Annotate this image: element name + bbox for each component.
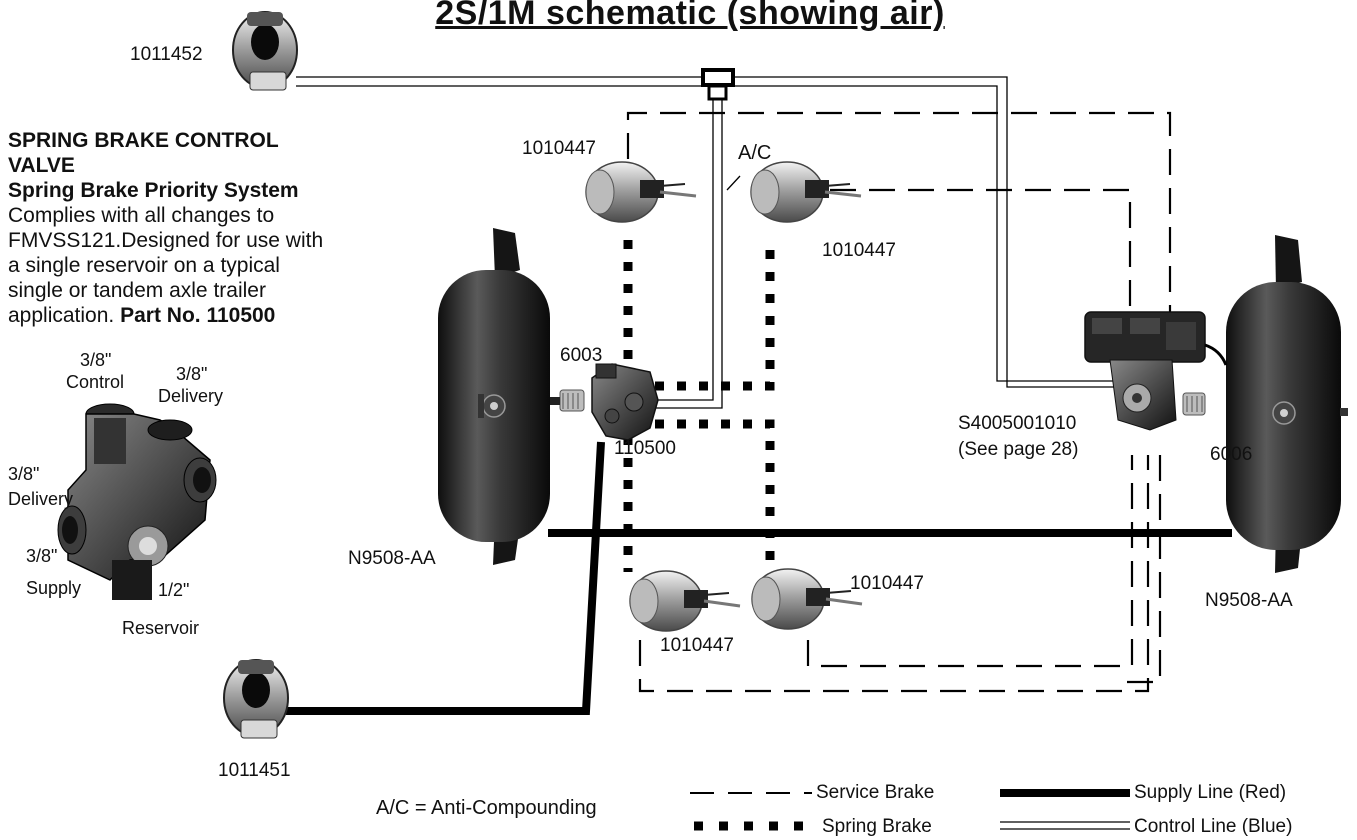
port-delivery-left-value: 3/8" [8,464,39,484]
description-subheading: Spring Brake Priority System [8,178,338,203]
label-chamber-top-right: 1010447 [822,240,896,262]
valve-description: SPRING BRAKE CONTROL VALVE Spring Brake … [8,128,338,328]
description-part-number: Part No. 110500 [120,304,275,327]
brake-chamber-top-right [751,162,861,222]
label-drain-left: 6003 [560,345,602,367]
label-abs-module: S4005001010 [958,413,1076,435]
label-tank-left: N9508-AA [348,548,436,570]
label-gladhand-supply: 1011451 [218,760,291,782]
label-ac: A/C [738,142,771,165]
label-gladhand-control: 1011452 [130,44,203,66]
ac-tee-stem [709,86,726,99]
label-chamber-top-left: 1010447 [522,138,596,160]
brake-chamber-bottom-right [752,569,862,629]
port-delivery-top-label: Delivery [158,386,223,406]
legend-supply-label: Supply Line (Red) [1134,782,1286,804]
ac-leader [727,176,740,190]
description-heading: SPRING BRAKE CONTROL VALVE [8,128,338,178]
brake-chamber-top-left [586,162,696,222]
port-control-fraction: 3/8" [80,350,111,370]
label-valve: 110500 [614,438,676,460]
valve-photo-110500 [58,404,216,600]
port-supply-fraction: 3/8" [26,546,57,566]
gladhand-control [233,12,297,90]
port-delivery-left-label: Delivery [8,489,73,509]
supply-line [286,442,1232,711]
legend-control-label: Control Line (Blue) [1134,816,1292,838]
reservoir-tank-left [438,228,550,565]
page-title: 2S/1M schematic (showing air) [395,0,985,33]
gladhand-supply [224,660,288,738]
label-tank-right: N9508-AA [1205,590,1293,612]
brake-chamber-bottom-left [630,571,740,631]
spring-brake-valve-110500 [592,364,658,440]
label-abs-note: (See page 28) [958,439,1078,461]
port-control-label: Control [66,372,124,392]
port-supply-label: Supply [26,578,81,598]
label-drain-right: 6006 [1210,444,1252,466]
legend-ac-definition: A/C = Anti-Compounding [376,797,597,820]
label-chamber-bottom-left: 1010447 [660,635,734,657]
drain-valve-left [550,390,584,411]
port-reservoir-label: Reservoir [122,618,199,638]
label-chamber-bottom-right: 1010447 [850,573,924,595]
legend-spring-label: Spring Brake [822,816,932,838]
service-brake-lines [628,113,1170,691]
drain-valve-right [1183,393,1205,415]
reservoir-tank-right [1226,235,1348,573]
legend-service-label: Service Brake [816,782,934,804]
ac-tee-fitting [703,70,733,85]
port-delivery-top-value: 3/8" [176,364,207,384]
control-line [296,77,1120,408]
port-reservoir-fraction: 1/2" [158,580,189,600]
